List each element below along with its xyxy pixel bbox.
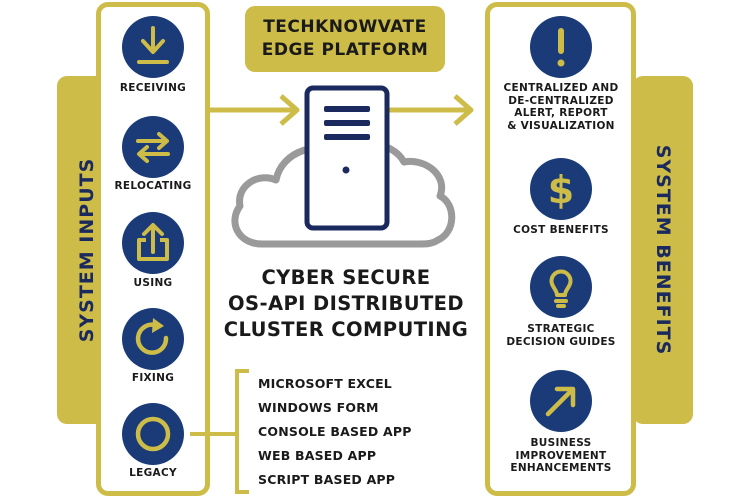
app-item-script: SCRIPT BASED APP <box>258 472 396 487</box>
input-label-legacy: LEGACY <box>129 467 177 479</box>
input-label-receiving: RECEIVING <box>119 82 187 94</box>
benefit-label-cost: COST BENEFITS <box>513 224 609 236</box>
platform-title-line-2: EDGE PLATFORM <box>261 40 429 60</box>
dollar-icon: $ <box>530 158 592 220</box>
lightbulb-icon <box>530 256 592 318</box>
diagonal-arrow-icon <box>530 370 592 432</box>
exclamation-icon <box>530 16 592 78</box>
platform-title-line-1: TECHKNOWVATE <box>263 17 427 37</box>
legacy-connector <box>190 369 249 494</box>
input-label-fixing: FIXING <box>131 372 175 384</box>
input-label-using: USING <box>133 277 173 289</box>
download-arrow-icon <box>122 16 184 78</box>
center-line-3: CLUSTER COMPUTING <box>223 318 469 341</box>
benefit-label-alerts: CENTRALIZED AND DE-CENTRALIZED ALERT, RE… <box>503 82 619 132</box>
ring-icon <box>122 403 184 465</box>
swap-arrows-icon <box>122 116 184 178</box>
server-icon <box>304 85 390 231</box>
input-flow-arrow <box>210 94 300 126</box>
app-item-windows-form: WINDOWS FORM <box>258 400 379 415</box>
app-item-console: CONSOLE BASED APP <box>258 424 412 439</box>
benefit-label-business: BUSINESS IMPROVEMENT ENHANCEMENTS <box>510 437 612 474</box>
center-line-1: CYBER SECURE <box>261 266 431 289</box>
input-label-relocating: RELOCATING <box>114 180 192 192</box>
app-item-excel: MICROSOFT EXCEL <box>258 376 392 391</box>
center-description: CYBER SECURE OS-API DISTRIBUTED CLUSTER … <box>206 265 486 343</box>
platform-title-box: TECHKNOWVATE EDGE PLATFORM <box>245 6 445 72</box>
center-line-2: OS-API DISTRIBUTED <box>228 292 464 315</box>
app-item-web: WEB BASED APP <box>258 448 377 463</box>
upload-arrow-icon <box>122 212 184 274</box>
benefit-label-strategic: STRATEGIC DECISION GUIDES <box>506 323 616 348</box>
svg-text:$: $ <box>548 168 574 212</box>
output-flow-arrow <box>388 94 474 126</box>
system-benefits-bar <box>633 76 693 424</box>
refresh-arrow-icon <box>122 308 184 370</box>
